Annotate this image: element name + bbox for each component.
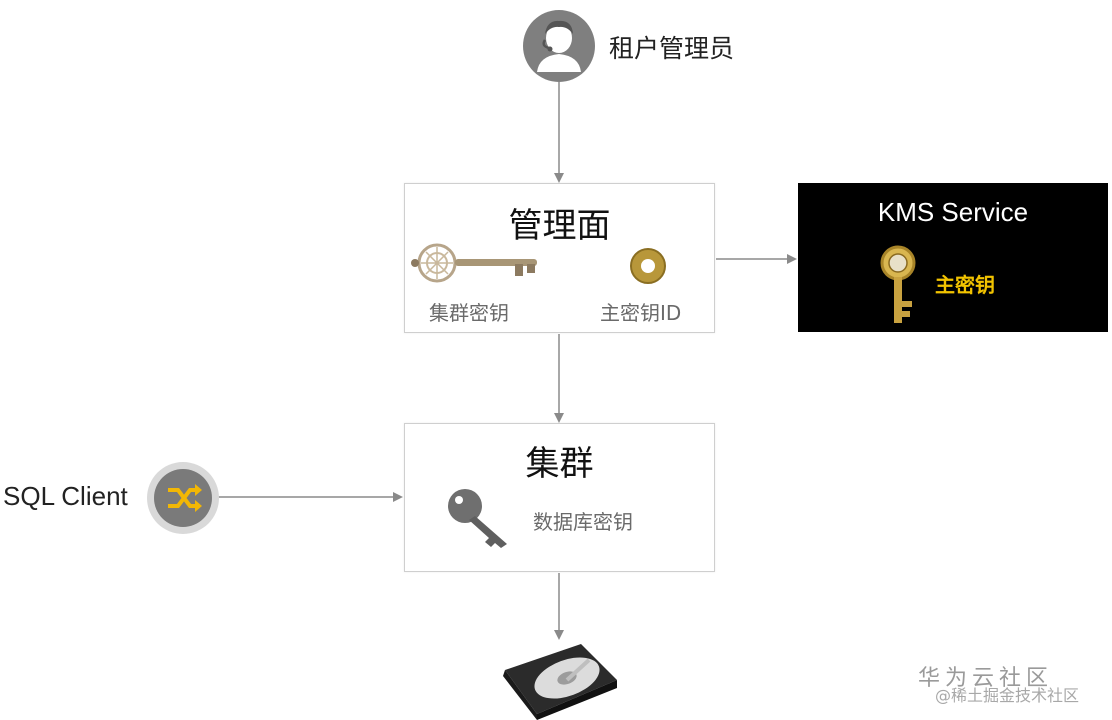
- kms-service-title: KMS Service: [877, 197, 1029, 227]
- control-plane-box: 管理面 集群密钥 主密钥ID: [404, 183, 715, 333]
- master-key-icon: [880, 245, 916, 323]
- cluster-title: 集群: [525, 444, 594, 484]
- sql-client-label: SQL Client: [3, 481, 128, 511]
- cluster-key-icon: [411, 243, 537, 283]
- master-key-label: 主密钥: [935, 273, 995, 297]
- hard-disk-icon: [503, 644, 617, 720]
- admin-label: 租户管理员: [609, 34, 735, 63]
- watermark-brand: 华为云社区: [918, 666, 1054, 691]
- database-key-label: 数据库密钥: [533, 510, 633, 534]
- watermark-handle: @稀土掘金技术社区: [935, 686, 1080, 705]
- admin-avatar-icon: [523, 10, 595, 82]
- shuffle-icon: [147, 462, 219, 534]
- kms-service-box: KMS Service 主密钥: [798, 183, 1108, 332]
- master-key-id-icon: [630, 248, 666, 284]
- cluster-box: 集群 数据库密钥: [404, 423, 715, 572]
- master-key-id-label: 主密钥ID: [600, 301, 682, 325]
- cluster-key-label: 集群密钥: [429, 301, 509, 325]
- control-plane-title: 管理面: [508, 206, 611, 246]
- database-key-icon: [448, 489, 507, 548]
